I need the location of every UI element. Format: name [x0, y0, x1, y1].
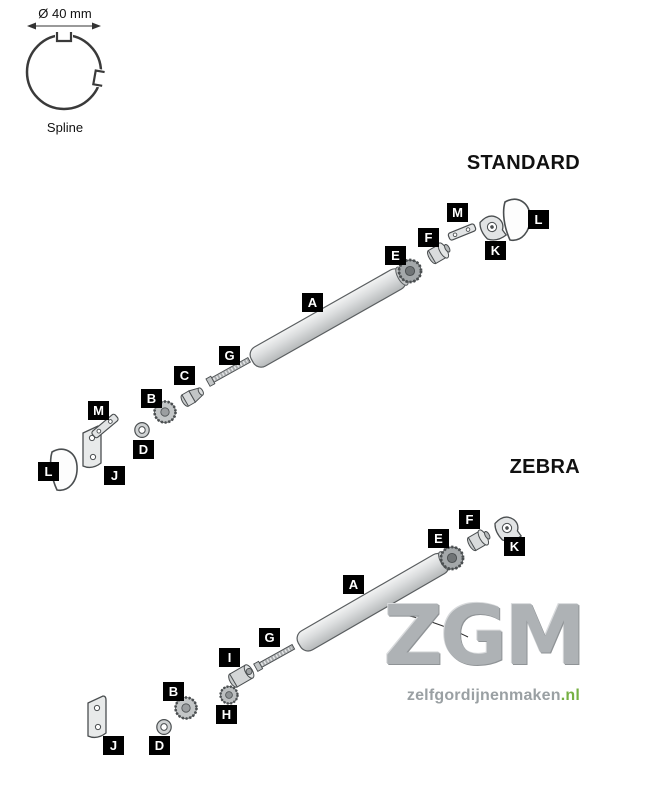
- zebra-ring-d-part: [156, 718, 172, 735]
- spline-notch-top: [55, 29, 73, 43]
- standard-label-c: C: [174, 366, 195, 385]
- standard-label-l-top: L: [528, 210, 549, 229]
- standard-assembly: [49, 198, 531, 491]
- zgm-watermark-logo: ZGM: [383, 589, 586, 684]
- zebra-label-i: I: [219, 648, 240, 667]
- standard-ring-d-part: [134, 422, 150, 439]
- zebra-label-f: F: [459, 510, 480, 529]
- standard-tube-a-part: [249, 266, 409, 368]
- zebra-rod-g-part: [253, 643, 296, 672]
- standard-label-l-bottom: L: [38, 462, 59, 481]
- standard-label-e: E: [385, 246, 406, 265]
- zebra-label-k: K: [504, 537, 525, 556]
- standard-cover-l-top-part: [502, 198, 531, 241]
- zebra-assembly: [87, 516, 523, 739]
- zebra-knob-b-part: [174, 696, 198, 720]
- standard-label-m-top: M: [447, 203, 468, 222]
- standard-strip-m-bottom-part: [91, 413, 119, 439]
- spline-name-label: Spline: [46, 120, 84, 135]
- spline-cross-section: [25, 29, 108, 111]
- zgm-watermark-site: zelfgordijnenmaken.nl: [407, 687, 580, 705]
- standard-cone-c-part: [180, 387, 204, 407]
- zebra-label-d: D: [149, 736, 170, 755]
- diameter-dimension-arrow: [27, 22, 101, 30]
- standard-label-b: B: [141, 389, 162, 408]
- standard-bracket-k-part: [479, 215, 508, 241]
- zebra-label-b: B: [163, 682, 184, 701]
- standard-section-title: STANDARD: [466, 152, 580, 174]
- standard-knob-e-part: [397, 258, 423, 284]
- zebra-pin-f-part: [467, 529, 491, 552]
- zebra-gear-h-part: [219, 685, 239, 705]
- zebra-cylinder-i-part: [228, 664, 255, 688]
- zebra-label-e: E: [428, 529, 449, 548]
- watermark-cord: [391, 609, 469, 638]
- standard-label-m-bottom: M: [88, 401, 109, 420]
- zgm-site-tld: .nl: [560, 687, 580, 704]
- spline-diameter-label: Ø 40 mm: [38, 6, 92, 21]
- standard-label-a: A: [302, 293, 323, 312]
- standard-label-j: J: [104, 466, 125, 485]
- standard-pin-f-part: [427, 242, 451, 265]
- zebra-knob-e-part: [439, 545, 465, 571]
- zebra-label-a: A: [343, 575, 364, 594]
- zebra-label-h: H: [216, 705, 237, 724]
- zebra-bracket-k-part: [494, 516, 523, 542]
- zebra-section-title: ZEBRA: [509, 456, 580, 478]
- standard-strip-m-top-part: [447, 223, 477, 241]
- zgm-site-name: zelfgordijnenmaken: [406, 687, 561, 704]
- spline-symbol: [25, 22, 108, 111]
- zebra-label-g: G: [259, 628, 280, 647]
- standard-label-f: F: [418, 228, 439, 247]
- standard-label-d: D: [133, 440, 154, 459]
- standard-label-g: G: [219, 346, 240, 365]
- standard-label-k: K: [485, 241, 506, 260]
- zebra-bracket-j-part: [87, 695, 107, 739]
- zebra-label-j: J: [103, 736, 124, 755]
- spline-notch-side: [92, 69, 108, 89]
